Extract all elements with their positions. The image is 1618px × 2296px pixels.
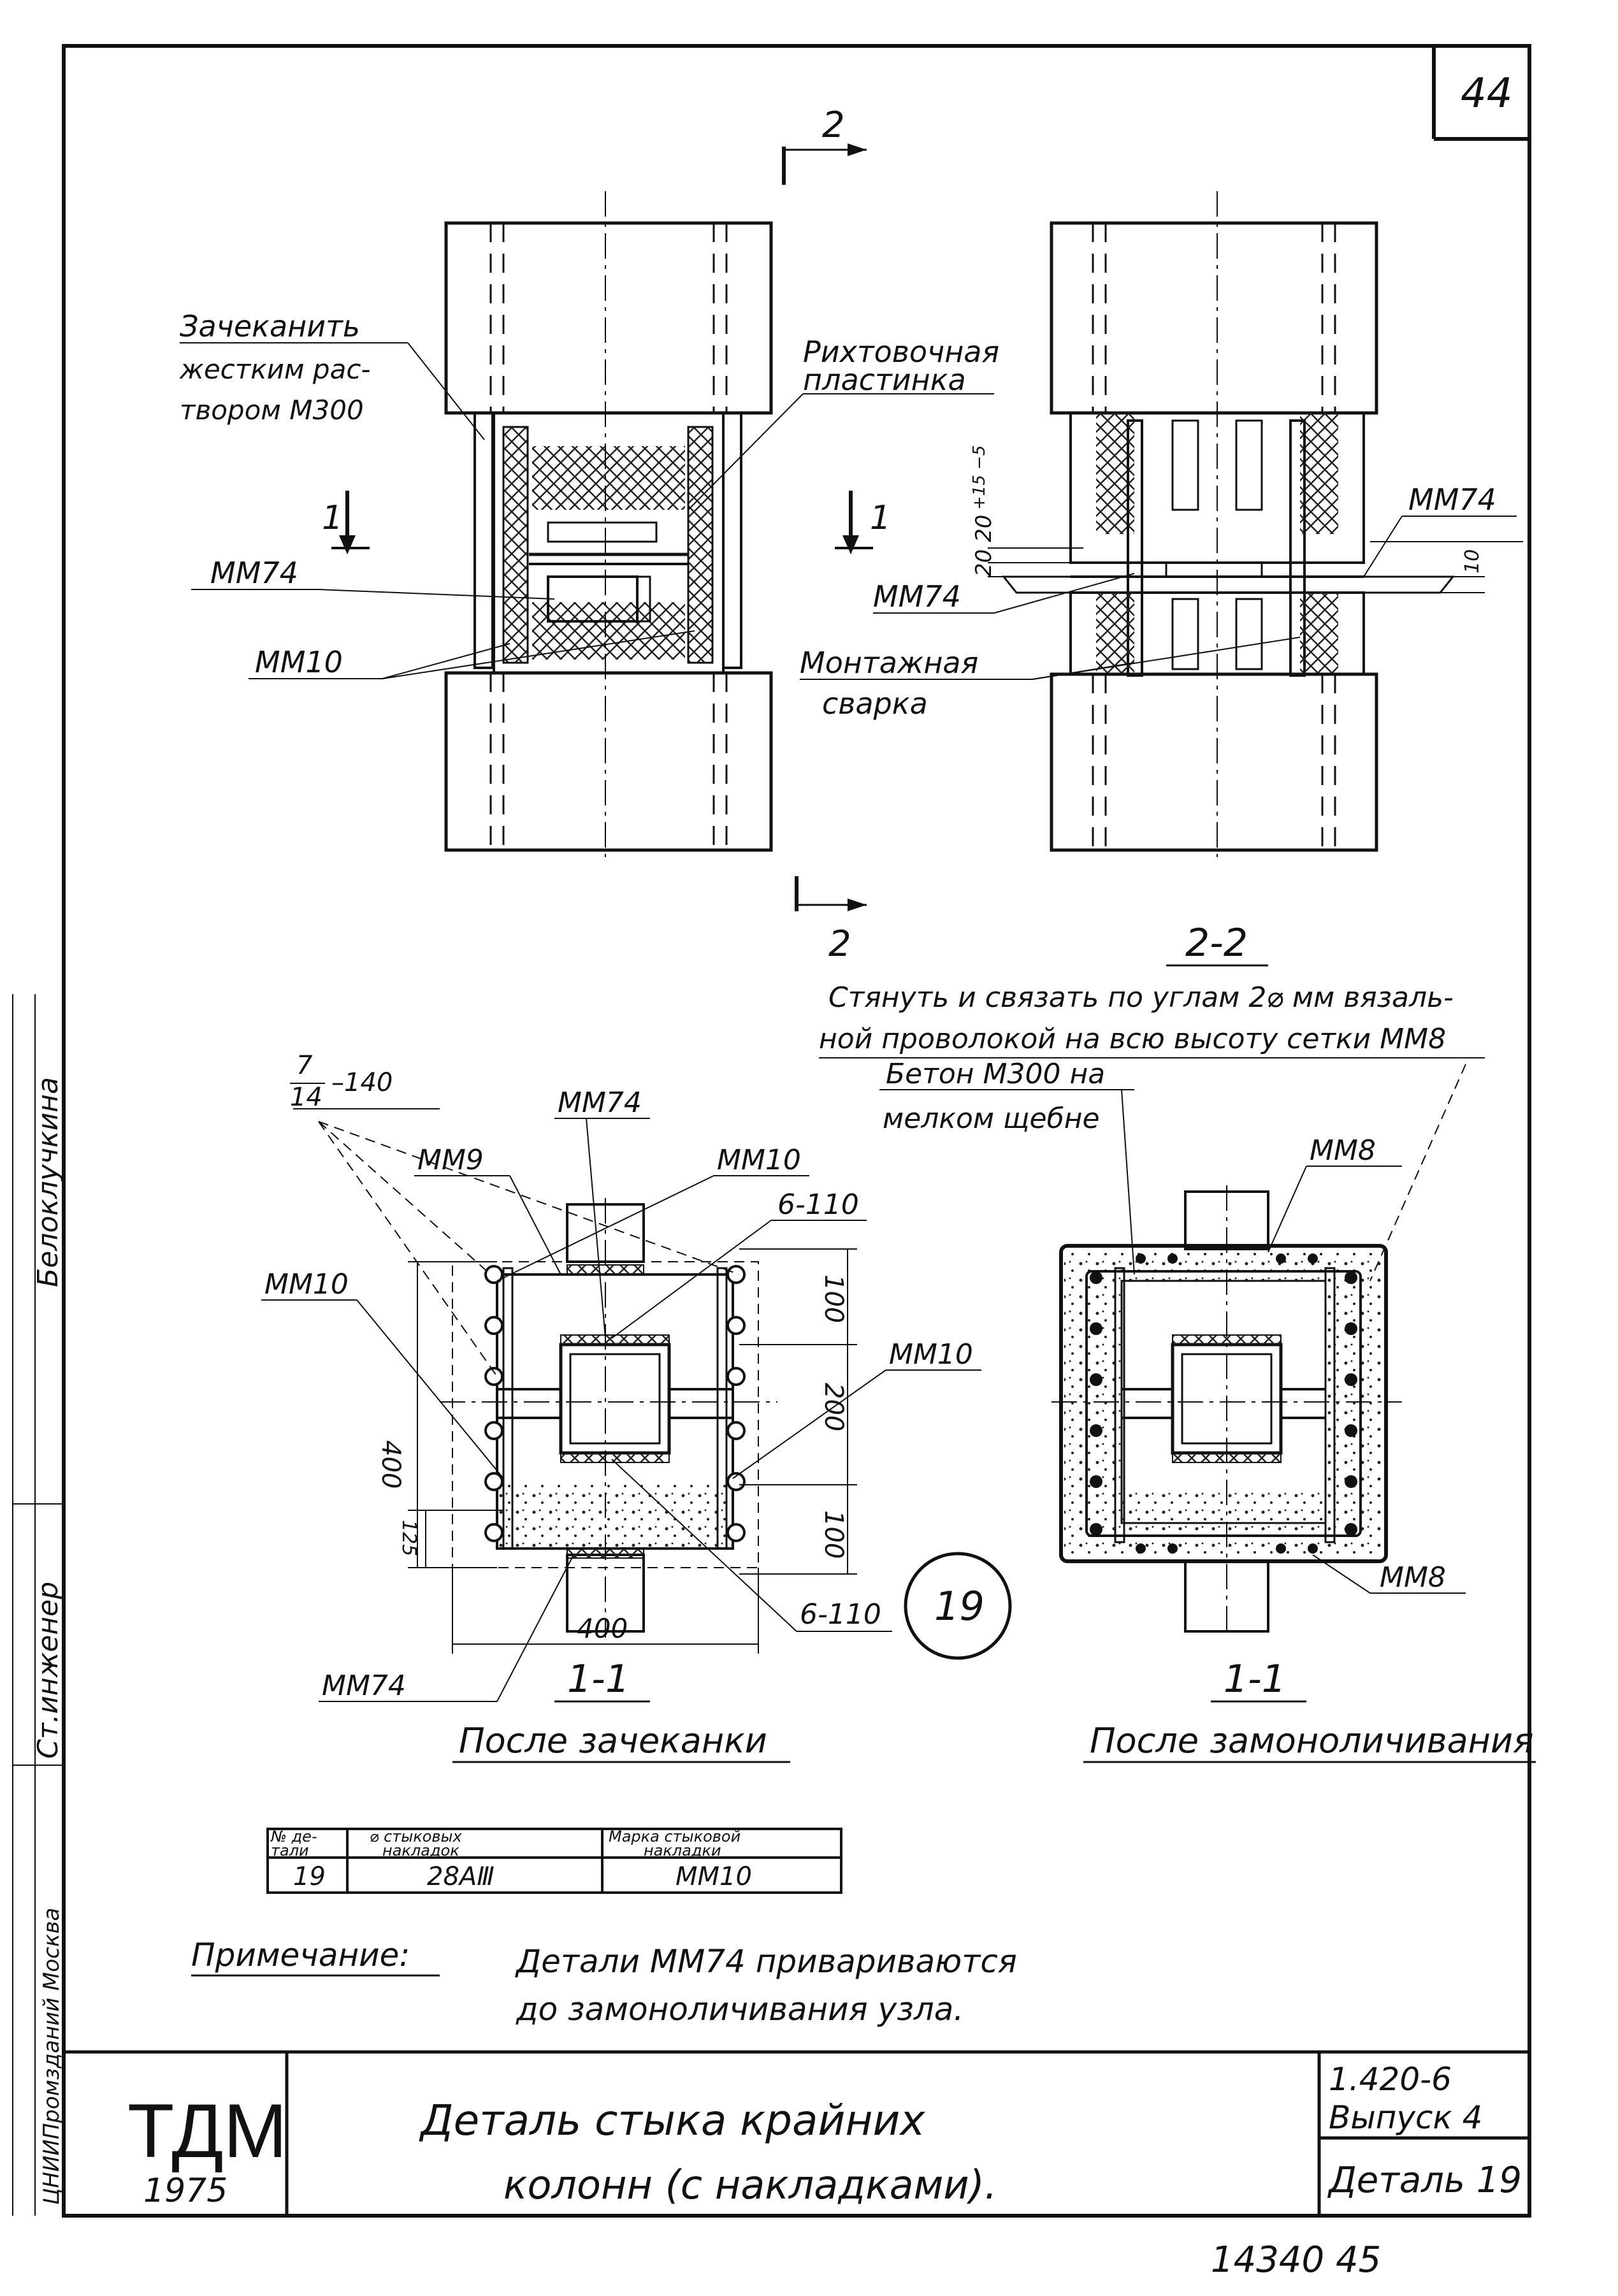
section-1-right-label: 1 (870, 499, 891, 537)
front-view-labels (180, 342, 994, 679)
side-org: ЦНИИПромзданий Москва (39, 1908, 64, 2205)
footer-number: 14340 45 (1211, 2239, 1381, 2281)
section-mark-2 (782, 143, 867, 911)
label-mm10-right: ММ10 (889, 1338, 973, 1371)
dim-100-top: 100 (819, 1274, 848, 1323)
table-header-1-line-1: № де- (270, 1828, 317, 1845)
table-header-2-line-1: ⌀ стыковых (370, 1828, 462, 1845)
dim-125: 125 (398, 1520, 420, 1556)
side-signature: Белоклучкина (32, 1077, 64, 1287)
dim-plate: 10 (1461, 549, 1484, 574)
section-2-bottom-label: 2 (828, 923, 851, 965)
label-montazhnaya-2: сварка (822, 686, 928, 721)
side-view-labels (800, 516, 1517, 680)
drawing-title-2: колонн (с накладками). (503, 2162, 997, 2208)
label-mm10-top: ММ10 (717, 1144, 801, 1176)
drawing-title-1: Деталь стыка крайних (419, 2096, 925, 2145)
dim-gap-top: 20 20 (971, 515, 997, 577)
section-1-1-left (408, 1198, 857, 1654)
table-header-1: № де- тали (270, 1828, 322, 1859)
dim-400-vertical: 400 (376, 1440, 405, 1489)
label-mm10-a: ММ10 (255, 645, 343, 679)
label-mm9: ММ9 (417, 1144, 484, 1176)
table-header-3-line-2: накладки (644, 1842, 721, 1859)
label-zachekanit-2: жестким рас- (179, 354, 371, 385)
label-beton-2: мелком щебне (883, 1102, 1100, 1135)
detail-circle-number: 19 (934, 1583, 985, 1629)
label-beton-1: Бетон М300 на (886, 1058, 1105, 1090)
logo-tdm: ТДМ (127, 2088, 287, 2174)
sheet-number: 44 (1461, 70, 1512, 117)
note-label: Примечание: (191, 1937, 410, 1974)
detail-circle (904, 1552, 1012, 1660)
label-mm8-top: ММ8 (1310, 1134, 1376, 1167)
weld-length: –140 (331, 1068, 393, 1097)
label-mm74-top-left: ММ74 (558, 1087, 642, 1119)
section-mark-1 (331, 491, 873, 554)
title-1-1-right: 1-1 (1224, 1657, 1286, 1701)
label-mm74-a: ММ74 (210, 556, 298, 590)
issue-number: Выпуск 4 (1329, 2099, 1482, 2136)
elevation-side (988, 191, 1523, 857)
label-weld-6-110-top: 6-110 (777, 1188, 859, 1221)
table-header-2: ⌀ стыковых накладок (370, 1828, 466, 1859)
elevation-front (444, 191, 773, 857)
section-1-1-right (879, 1064, 1466, 1638)
dim-100-bottom: 100 (819, 1510, 848, 1559)
label-mm8-bottom: ММ8 (1380, 1561, 1446, 1594)
series-code: 1.420-6 (1329, 2061, 1452, 2098)
detail-number: Деталь 19 (1327, 2160, 1522, 2201)
caption-right: После замоноличивания (1090, 1721, 1534, 1761)
label-mm74-c: ММ74 (873, 579, 961, 614)
title-2-2: 2-2 (1185, 921, 1248, 965)
label-mm74-b: ММ74 (1408, 482, 1496, 517)
section-1-left-label: 1 (322, 499, 343, 537)
label-zachekanit-3: твором М300 (180, 394, 364, 426)
caption-left: После зачеканки (459, 1721, 767, 1761)
label-montazhnaya-1: Монтажная (800, 646, 978, 680)
label-weld-6-110-bottom: 6-110 (800, 1598, 881, 1631)
title-1-1-left: 1-1 (567, 1657, 630, 1701)
dim-gap-tol: +15 −5 (970, 445, 989, 510)
note-line-1: Детали ММ74 привариваются (515, 1943, 1017, 1980)
table-header-3-line-1: Марка стыковой (609, 1828, 740, 1845)
label-mm74-bottom-left: ММ74 (322, 1670, 406, 1702)
label-mm10-left: ММ10 (264, 1268, 349, 1301)
title-block (64, 2050, 1529, 2216)
table-cell-mark: ММ10 (675, 1862, 752, 1891)
note-tie-line-1: Стянуть и связать по углам 2⌀ мм вязаль- (828, 981, 1454, 1014)
weld-fraction-bottom: 14 (290, 1083, 322, 1112)
section-2-top-label: 2 (822, 105, 845, 146)
table-header-3: Марка стыковой накладки (609, 1828, 746, 1859)
table-header-2-line-2: накладок (382, 1842, 459, 1859)
section-1-1-left-leaders (261, 1108, 981, 1702)
table-cell-diameter: 28АⅢ (427, 1862, 495, 1891)
side-engineer: Ст.инженер (32, 1582, 64, 1759)
table-header-1-line-2: тали (271, 1842, 309, 1859)
side-stamp: Ст.инженер Белоклучкина ЦНИИПромзданий М… (12, 994, 65, 2216)
weld-fraction-top: 7 (296, 1051, 313, 1080)
table-cell-detail: 19 (293, 1862, 326, 1891)
details-table (266, 1828, 842, 1894)
label-zachekanit-1: Зачеканить (180, 309, 360, 343)
label-rikhtovochnaya-2: пластинка (803, 363, 966, 397)
label-rikhtovochnaya-1: Рихтовочная (803, 335, 999, 369)
title-block-year: 1975 (143, 2172, 228, 2210)
note-line-2: до замоноличивания узла. (516, 1991, 964, 2028)
note-tie-line-2: ной проволокой на всю высоту сетки ММ8 (819, 1023, 1446, 1055)
dim-400-horizontal: 400 (577, 1613, 628, 1644)
